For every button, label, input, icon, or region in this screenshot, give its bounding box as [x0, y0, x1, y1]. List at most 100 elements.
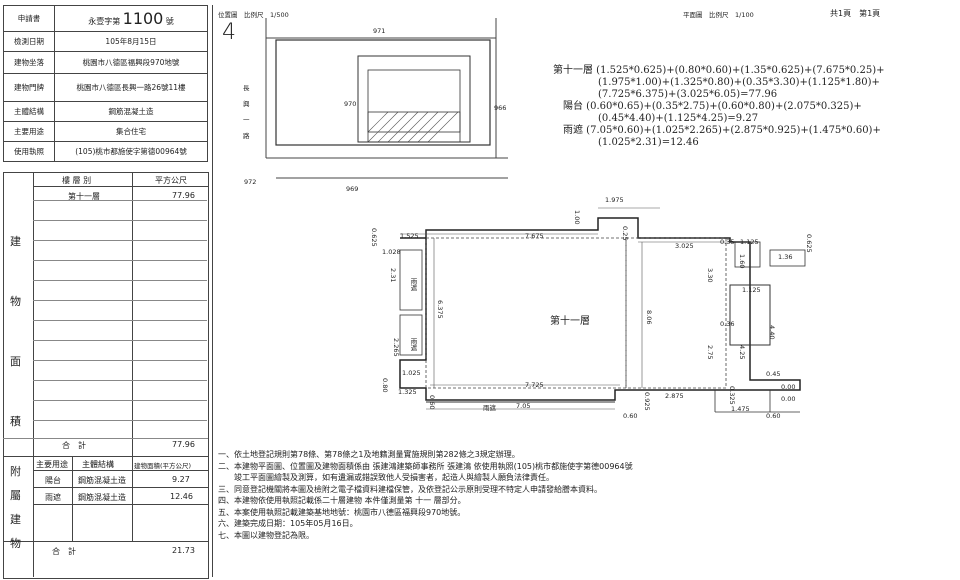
lot-969: 969	[346, 185, 359, 193]
usage: 集合住宅	[54, 121, 208, 142]
dim-2875: 2.875	[665, 392, 684, 400]
dim-036: 0.36	[720, 320, 735, 328]
annex-col-area: 建物面積(平方公尺)	[134, 462, 192, 470]
dim-1475: 1.475	[731, 405, 750, 413]
dim-705: 7.05	[516, 402, 531, 410]
road-name: 長 興 一 路	[243, 84, 250, 140]
canopy-label-left-1: 雨遮	[409, 278, 417, 291]
dim-1125-b: 1.125	[742, 286, 761, 294]
dim-136: 1.36	[778, 253, 793, 261]
dim-1325: 1.325	[398, 388, 417, 396]
dim-1125: 1.125	[740, 238, 759, 246]
floor-label: 第十一層	[550, 316, 590, 327]
col-area-header: 平方公尺	[155, 176, 187, 185]
calc-balcony: 陽台 (0.60*0.65)+(0.35*2.75)+(0.60*0.80)+(…	[563, 101, 862, 112]
dim-440: 4.40	[768, 325, 776, 340]
note-2: 二、本建物平面圖、位置圖及建物面積係由 張建鴻建築師事務所 張建鴻 依使用執照(…	[218, 461, 633, 471]
col-floor-header: 樓 層 別	[62, 176, 92, 185]
dim-045: 0.45	[766, 370, 781, 378]
annex-col-struct: 主體結構	[82, 460, 114, 469]
floor-plan-scale: 平面圖 比例尺 1/100	[683, 11, 754, 19]
dim-330: 3.30	[706, 268, 714, 283]
dim-0325: 0.325	[728, 386, 736, 405]
dim-035: 0.35	[720, 238, 735, 246]
annex-col-usage: 主要用途	[36, 460, 68, 469]
dim-2265: 2.265	[392, 338, 400, 357]
note-4: 三、同意登記機關將本圖及檢附之電子檔資料建檔保管，及依登記公示原則受理不特定人申…	[218, 484, 602, 494]
dim-1025: 1.025	[402, 369, 421, 377]
area-total-label: 合 計	[62, 441, 86, 450]
dim-000-b: 0.00	[781, 395, 796, 403]
dim-060: 0.60	[428, 395, 436, 410]
dim-100: 1.00	[573, 210, 581, 225]
area-calculations: 第十一層 (1.525*0.625)+(0.80*0.60)+(1.35*0.6…	[553, 65, 884, 149]
annex-row-area: 12.46	[170, 492, 193, 501]
dim-025: 0.25	[621, 226, 629, 241]
application-no: 1100	[122, 9, 164, 28]
site-hatch	[367, 111, 459, 143]
lot-972: 972	[244, 178, 257, 186]
area-table-frame	[3, 172, 209, 579]
annex-row-area: 9.27	[172, 475, 190, 484]
structure-label: 主體結構	[3, 101, 55, 122]
lot-970: 970	[344, 100, 357, 108]
usage-label: 主要用途	[3, 121, 55, 142]
note-6: 五、本案使用執照記載建築基地地號：桃園市八德區福興段970地號。	[218, 507, 466, 517]
address: 桃園市八德區長興一路26號11樓	[54, 73, 208, 102]
notes: 一、依土地登記規則第78條、第78條之1及地籍測量實施規則第282條之3規定辦理…	[218, 449, 633, 541]
survey-date: 105年8月15日	[54, 31, 208, 52]
dim-0925: 0.925	[643, 392, 651, 411]
dim-060-c: 0.60	[766, 412, 781, 420]
location-label: 建物坐落	[3, 51, 55, 74]
calc-balcony-2: (0.45*4.40)+(1.125*4.25)=9.27	[598, 113, 759, 124]
note-5: 四、本建物依使用執照記載係二十層建物 本件僅測量第 十一 層部分。	[218, 496, 466, 505]
survey-date-label: 檢測日期	[3, 31, 55, 52]
dim-275: 2.75	[706, 345, 714, 360]
dim-0625: 0.625	[370, 228, 378, 247]
dim-080: 0.80	[381, 378, 389, 393]
north-arrow-icon: 4	[222, 20, 236, 45]
dim-1525: 1.525	[400, 232, 419, 240]
dim-231: 2.31	[389, 268, 397, 283]
application-no-label: 申請書	[3, 5, 55, 32]
dim-6375: 6.375	[436, 300, 444, 319]
dim-1028: 1.028	[382, 248, 401, 256]
area-row-floor: 第十一層	[68, 192, 100, 201]
lot-971: 971	[373, 27, 386, 35]
dim-7725: 7.725	[525, 381, 544, 389]
dim-7675: 7.675	[525, 232, 544, 240]
dim-1975: 1.975	[605, 196, 624, 204]
calc-floor-2: (1.975*1.00)+(1.325*0.80)+(0.35*3.30)+(1…	[598, 77, 880, 88]
annex-total-value: 21.73	[172, 546, 195, 555]
annex-total-label: 合 計	[52, 547, 76, 556]
area-total-value: 77.96	[172, 440, 195, 449]
dim-3025: 3.025	[675, 242, 694, 250]
page-count: 共1頁 第1頁	[830, 9, 881, 18]
floor-plan-drawing	[399, 207, 806, 413]
note-8: 七、本圖以建物登記為限。	[218, 530, 314, 540]
annex-row-usage: 雨遮	[45, 493, 61, 502]
location: 桃園市八德區福興段970地號	[54, 51, 208, 74]
address-label: 建物門牌	[3, 73, 55, 102]
calc-floor: 第十一層 (1.525*0.625)+(0.80*0.60)+(1.35*0.6…	[553, 65, 885, 76]
note-3: 竣工平面圖繪製及測算，如有遺漏或錯誤致他人受損害者，起造人與繪製人願負法律責任。	[218, 473, 554, 482]
dim-425: 4.25	[738, 345, 746, 360]
note-7: 六、建築完成日期：105年05月16日。	[218, 519, 358, 528]
canopy-label-left-2: 雨遮	[409, 338, 417, 351]
site-plan-drawing	[265, 18, 508, 179]
dim-0625-right: 0.625	[805, 234, 813, 253]
permit-label: 使用執照	[3, 141, 55, 162]
note-1: 一、依土地登記規則第78條、第78條之1及地籍測量實施規則第282條之3規定辦理…	[218, 450, 520, 459]
calc-floor-3: (7.725*6.375)+(3.025*6.05)=77.96	[598, 89, 778, 100]
area-side-label: 建 物 面 積	[10, 235, 21, 428]
dim-806: 8.06	[645, 310, 653, 325]
dim-060-b: 0.60	[623, 412, 638, 420]
dim-000: 0.00	[781, 383, 796, 391]
calc-canopy-2: (1.025*2.31)=12.46	[598, 137, 699, 148]
structure: 鋼筋混凝土造	[54, 101, 208, 122]
annex-side-label: 附 屬 建 物	[10, 465, 21, 550]
dim-160: 1.60	[738, 254, 746, 269]
site-plan-title: 位置圖 比例尺 1/500	[218, 11, 289, 19]
permit: (105)桃市都施使字第德00964號	[54, 141, 208, 162]
